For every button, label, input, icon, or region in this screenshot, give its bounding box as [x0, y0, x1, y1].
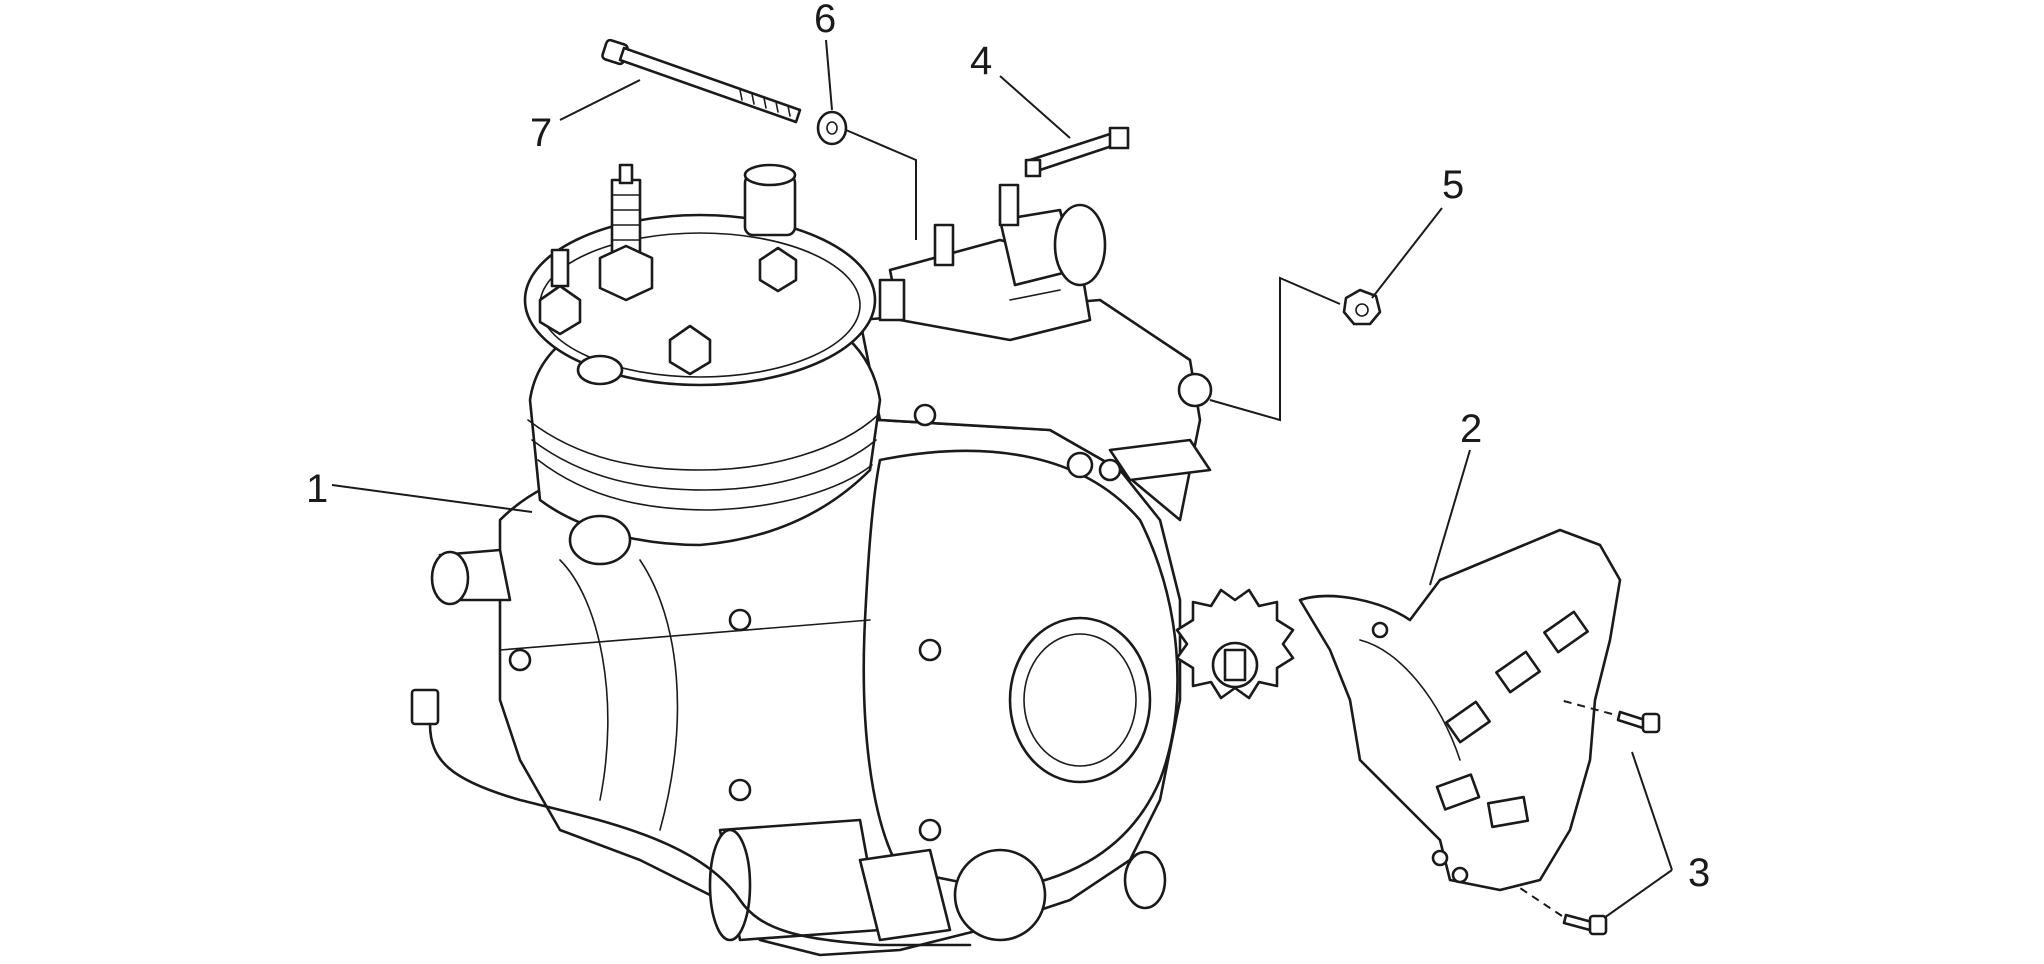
frame-mount-bracket	[1066, 372, 1213, 482]
screw-lower	[1562, 913, 1608, 936]
callout-3: 3	[1688, 851, 1710, 895]
clip	[1024, 126, 1130, 178]
sprocket-cover	[1298, 528, 1622, 892]
coolant-outlet	[743, 163, 797, 237]
callout-1: 1	[306, 467, 328, 511]
electrical-lead	[410, 688, 972, 947]
carburettor	[878, 183, 1107, 342]
head-nut	[758, 246, 798, 293]
screw-upper	[1616, 710, 1661, 734]
drive-sprocket	[1175, 588, 1295, 700]
washer	[816, 110, 848, 146]
flange-nut	[1342, 288, 1382, 326]
long-bolt	[601, 38, 802, 124]
callout-5: 5	[1442, 163, 1464, 207]
starter-motor	[708, 818, 952, 942]
spark-plug	[598, 163, 654, 302]
engine-assembly	[410, 163, 1295, 957]
callout-2: 2	[1460, 407, 1482, 451]
coolant-inlet	[430, 514, 632, 606]
callout-4: 4	[970, 39, 992, 83]
callout-6: 6	[814, 0, 836, 41]
callout-7: 7	[530, 111, 552, 155]
head-nut	[668, 324, 712, 376]
leader-lines	[331, 39, 1673, 919]
